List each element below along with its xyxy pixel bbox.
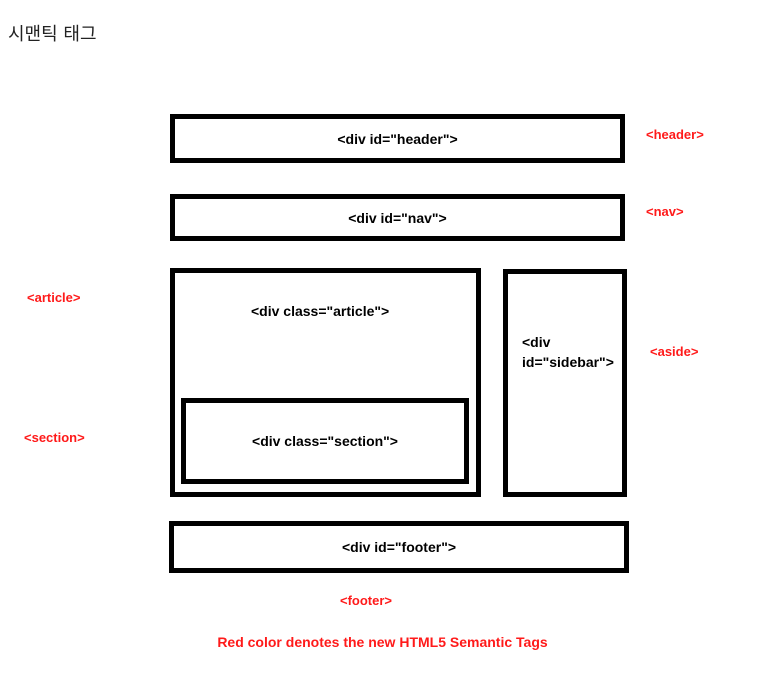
section-box: <div class="section"> bbox=[181, 398, 469, 484]
nav-tag-label: <nav> bbox=[646, 204, 684, 219]
section-tag-label: <section> bbox=[24, 430, 85, 445]
header-tag-label: <header> bbox=[646, 127, 704, 142]
diagram-caption: Red color denotes the new HTML5 Semantic… bbox=[217, 634, 548, 650]
aside-tag-label: <aside> bbox=[650, 344, 699, 359]
nav-box-label: <div id="nav"> bbox=[348, 209, 447, 226]
footer-box: <div id="footer"> bbox=[169, 521, 629, 573]
article-box-label: <div class="article"> bbox=[251, 303, 390, 319]
sidebar-box-label-line1: <div bbox=[522, 334, 551, 350]
nav-box: <div id="nav"> bbox=[170, 194, 625, 241]
article-tag-label: <article> bbox=[27, 290, 81, 305]
sidebar-box: <div id="sidebar"> bbox=[503, 269, 627, 497]
footer-box-label: <div id="footer"> bbox=[341, 539, 457, 555]
page-title: 시맨틱 태그 bbox=[8, 24, 97, 45]
sidebar-box-label-line2: id="sidebar"> bbox=[522, 354, 614, 370]
section-box-label: <div class="section"> bbox=[252, 433, 398, 449]
header-box: <div id="header"> bbox=[170, 114, 625, 163]
header-box-label: <div id="header"> bbox=[337, 130, 458, 147]
footer-tag-label: <footer> bbox=[340, 593, 393, 608]
